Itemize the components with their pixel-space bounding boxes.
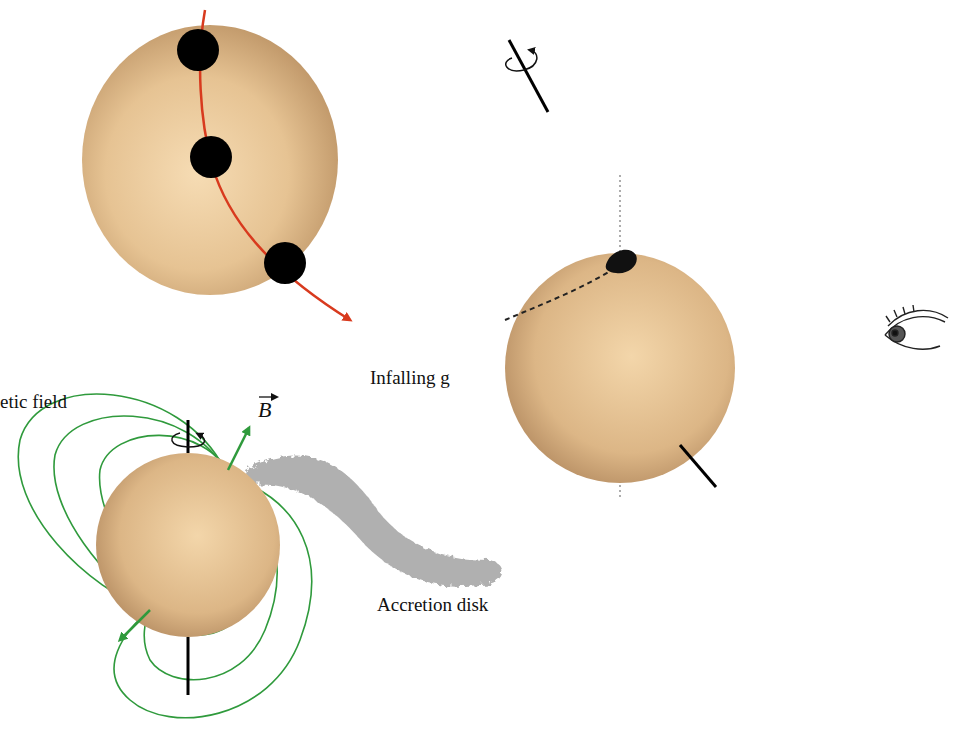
observer-eye	[885, 305, 948, 349]
magnetic-star	[18, 394, 502, 718]
field-label: etic field	[0, 392, 67, 413]
gas-label: Infalling g	[370, 368, 450, 389]
vector-label: B	[258, 398, 271, 422]
spotted-star	[505, 40, 735, 500]
disk-label: Accretion disk	[377, 595, 488, 616]
star-transit	[82, 10, 350, 320]
